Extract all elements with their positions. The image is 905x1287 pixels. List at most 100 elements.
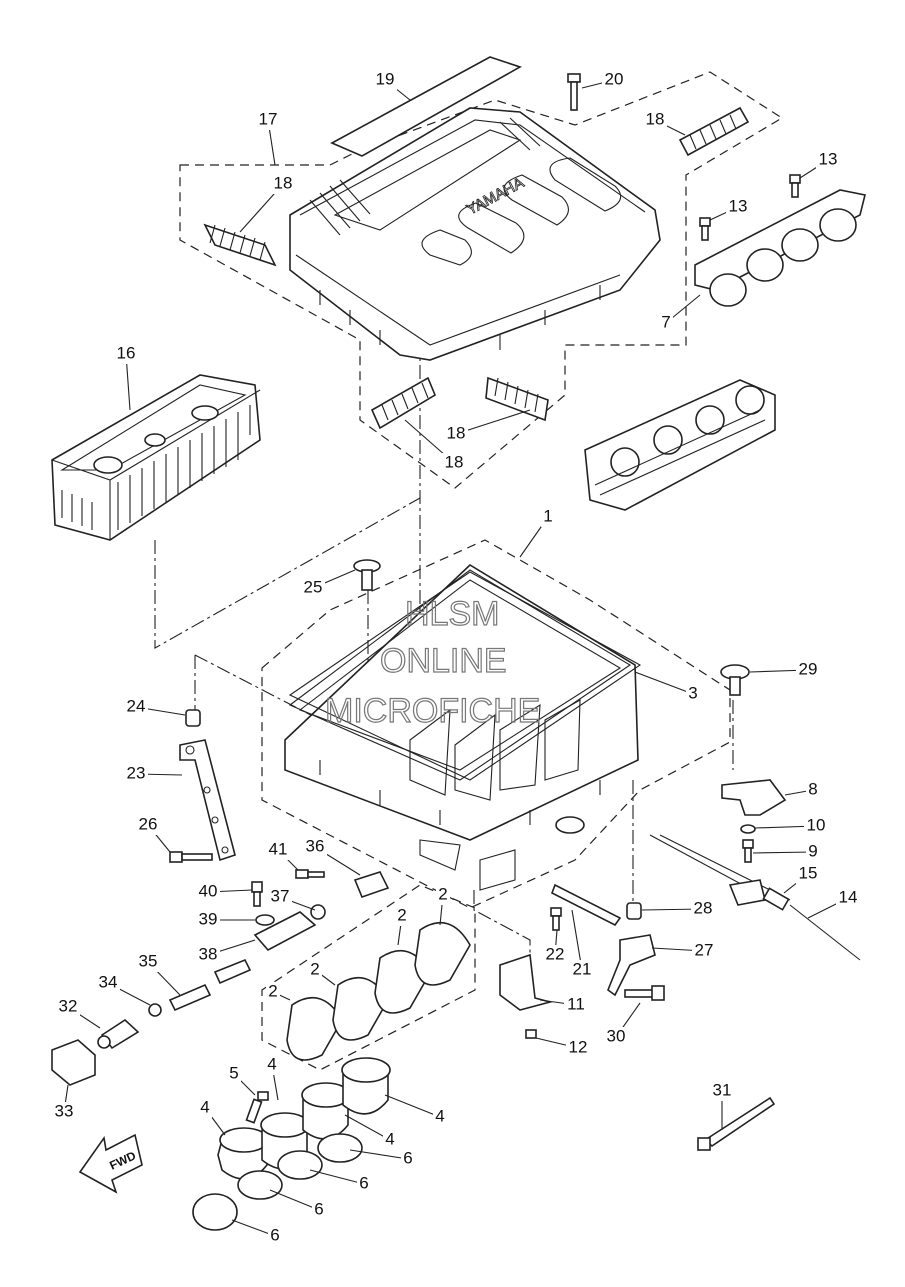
clamp-6-c bbox=[277, 1150, 323, 1180]
callout-label-41: 41 bbox=[269, 839, 288, 858]
callout-label-6: 6 bbox=[270, 1225, 279, 1244]
callout-label-bg bbox=[301, 578, 325, 598]
clamp-6-d bbox=[317, 1133, 363, 1163]
bolt-30 bbox=[624, 985, 665, 1001]
callout-label-bg bbox=[543, 945, 567, 965]
callout-label-17: 17 bbox=[259, 109, 278, 128]
callout-label-18: 18 bbox=[646, 109, 665, 128]
bolt-29 bbox=[720, 664, 750, 696]
callout-label-6: 6 bbox=[359, 1173, 368, 1192]
callout-label-bg bbox=[602, 70, 626, 90]
bracket-8 bbox=[721, 779, 787, 816]
callout-label-bg bbox=[836, 888, 860, 908]
bracket-38 bbox=[253, 911, 317, 952]
hose-35 bbox=[168, 958, 252, 1012]
joint-group-outline bbox=[261, 884, 476, 1071]
callout-leader-3 bbox=[634, 671, 694, 695]
callout-label-39: 39 bbox=[199, 909, 218, 928]
drain-hose-14 bbox=[649, 834, 861, 961]
callout-label-bg bbox=[124, 764, 148, 784]
callout-label-14: 14 bbox=[839, 887, 858, 906]
callout-label-bg bbox=[303, 837, 327, 857]
callout-label-bg bbox=[566, 1038, 590, 1058]
callout-label-16: 16 bbox=[117, 343, 136, 362]
callout-leader-4 bbox=[344, 1114, 391, 1141]
bolt-25 bbox=[353, 559, 381, 591]
bracket-11 bbox=[499, 953, 554, 1011]
callout-label-30: 30 bbox=[607, 1026, 626, 1045]
callout-label-5: 5 bbox=[229, 1063, 238, 1082]
callout-label-bg bbox=[383, 1130, 397, 1150]
callout-label-bg bbox=[256, 110, 280, 130]
callout-label-33: 33 bbox=[55, 1101, 74, 1120]
callout-label-bg bbox=[564, 995, 588, 1015]
callout-label-bg bbox=[659, 313, 673, 333]
callout-label-bg bbox=[56, 997, 80, 1017]
callout-leader-4 bbox=[384, 1094, 441, 1118]
callout-label-13: 13 bbox=[729, 196, 748, 215]
screw-5 bbox=[245, 1091, 269, 1124]
callout-leader-6 bbox=[269, 1189, 320, 1211]
callout-label-29: 29 bbox=[799, 659, 818, 678]
callout-leader-9 bbox=[752, 851, 814, 854]
spring-18-lower-left bbox=[370, 376, 437, 430]
callout-label-bg bbox=[570, 960, 594, 980]
callout-label-38: 38 bbox=[199, 944, 218, 963]
case-seal bbox=[288, 571, 642, 781]
callout-leader-6 bbox=[309, 1169, 365, 1185]
intake-joint-4-d bbox=[341, 1057, 391, 1115]
intake-joint-4-a bbox=[217, 1127, 269, 1180]
air-filter-element bbox=[51, 374, 261, 541]
spring-18-right bbox=[678, 106, 750, 157]
assembly-line-11 bbox=[473, 890, 531, 965]
callout-label-bg bbox=[227, 1064, 241, 1084]
callout-label-bg bbox=[196, 910, 220, 930]
callout-label-bg bbox=[136, 815, 160, 835]
clamp-15 bbox=[762, 887, 790, 911]
callout-label-bg bbox=[198, 1098, 212, 1118]
callout-label-4: 4 bbox=[200, 1097, 209, 1116]
callout-label-7: 7 bbox=[661, 312, 670, 331]
callout-label-28: 28 bbox=[694, 898, 713, 917]
callout-label-bg bbox=[442, 453, 466, 473]
callout-label-bg bbox=[806, 842, 820, 862]
callout-label-bg bbox=[52, 1102, 76, 1122]
callout-label-13: 13 bbox=[819, 149, 838, 168]
bolt-26 bbox=[169, 851, 213, 863]
callout-label-bg bbox=[604, 1027, 628, 1047]
callout-label-bg bbox=[691, 899, 715, 919]
bolt-40 bbox=[251, 881, 263, 907]
clamp-6-b bbox=[237, 1170, 283, 1200]
watermark-line-1: HLSM bbox=[405, 595, 499, 633]
upper-cover-group-outline bbox=[179, 71, 784, 489]
callout-label-bg bbox=[266, 840, 290, 860]
callout-label-bg bbox=[686, 684, 700, 704]
screw-13-upper bbox=[789, 174, 801, 198]
callout-label-bg bbox=[395, 906, 409, 926]
callout-label-bg bbox=[816, 150, 840, 170]
spring-18-lower-right bbox=[485, 376, 549, 422]
callout-label-18: 18 bbox=[447, 423, 466, 442]
callout-label-bg bbox=[692, 941, 716, 961]
screw-13-lower bbox=[699, 217, 711, 241]
watermark-line-3: MICROFICHE bbox=[325, 692, 540, 730]
callout-label-bg bbox=[271, 174, 295, 194]
callout-label-bg bbox=[643, 110, 667, 130]
callout-label-bg bbox=[373, 70, 397, 90]
callout-label-bg bbox=[796, 660, 820, 680]
callout-label-9: 9 bbox=[808, 841, 817, 860]
clamp-6-a bbox=[192, 1193, 238, 1231]
screw-12 bbox=[525, 1029, 537, 1039]
callout-label-40: 40 bbox=[199, 881, 218, 900]
collar-39 bbox=[255, 914, 275, 926]
collar-28 bbox=[626, 902, 642, 920]
callout-label-bg bbox=[136, 952, 160, 972]
callout-label-bg bbox=[357, 1174, 371, 1194]
joint-seal-2-a bbox=[286, 996, 343, 1061]
callout-label-2: 2 bbox=[438, 884, 447, 903]
callout-label-2: 2 bbox=[268, 981, 277, 1000]
callout-label-bg bbox=[436, 885, 450, 905]
callout-label-bg bbox=[541, 507, 555, 527]
callout-label-35: 35 bbox=[139, 951, 158, 970]
